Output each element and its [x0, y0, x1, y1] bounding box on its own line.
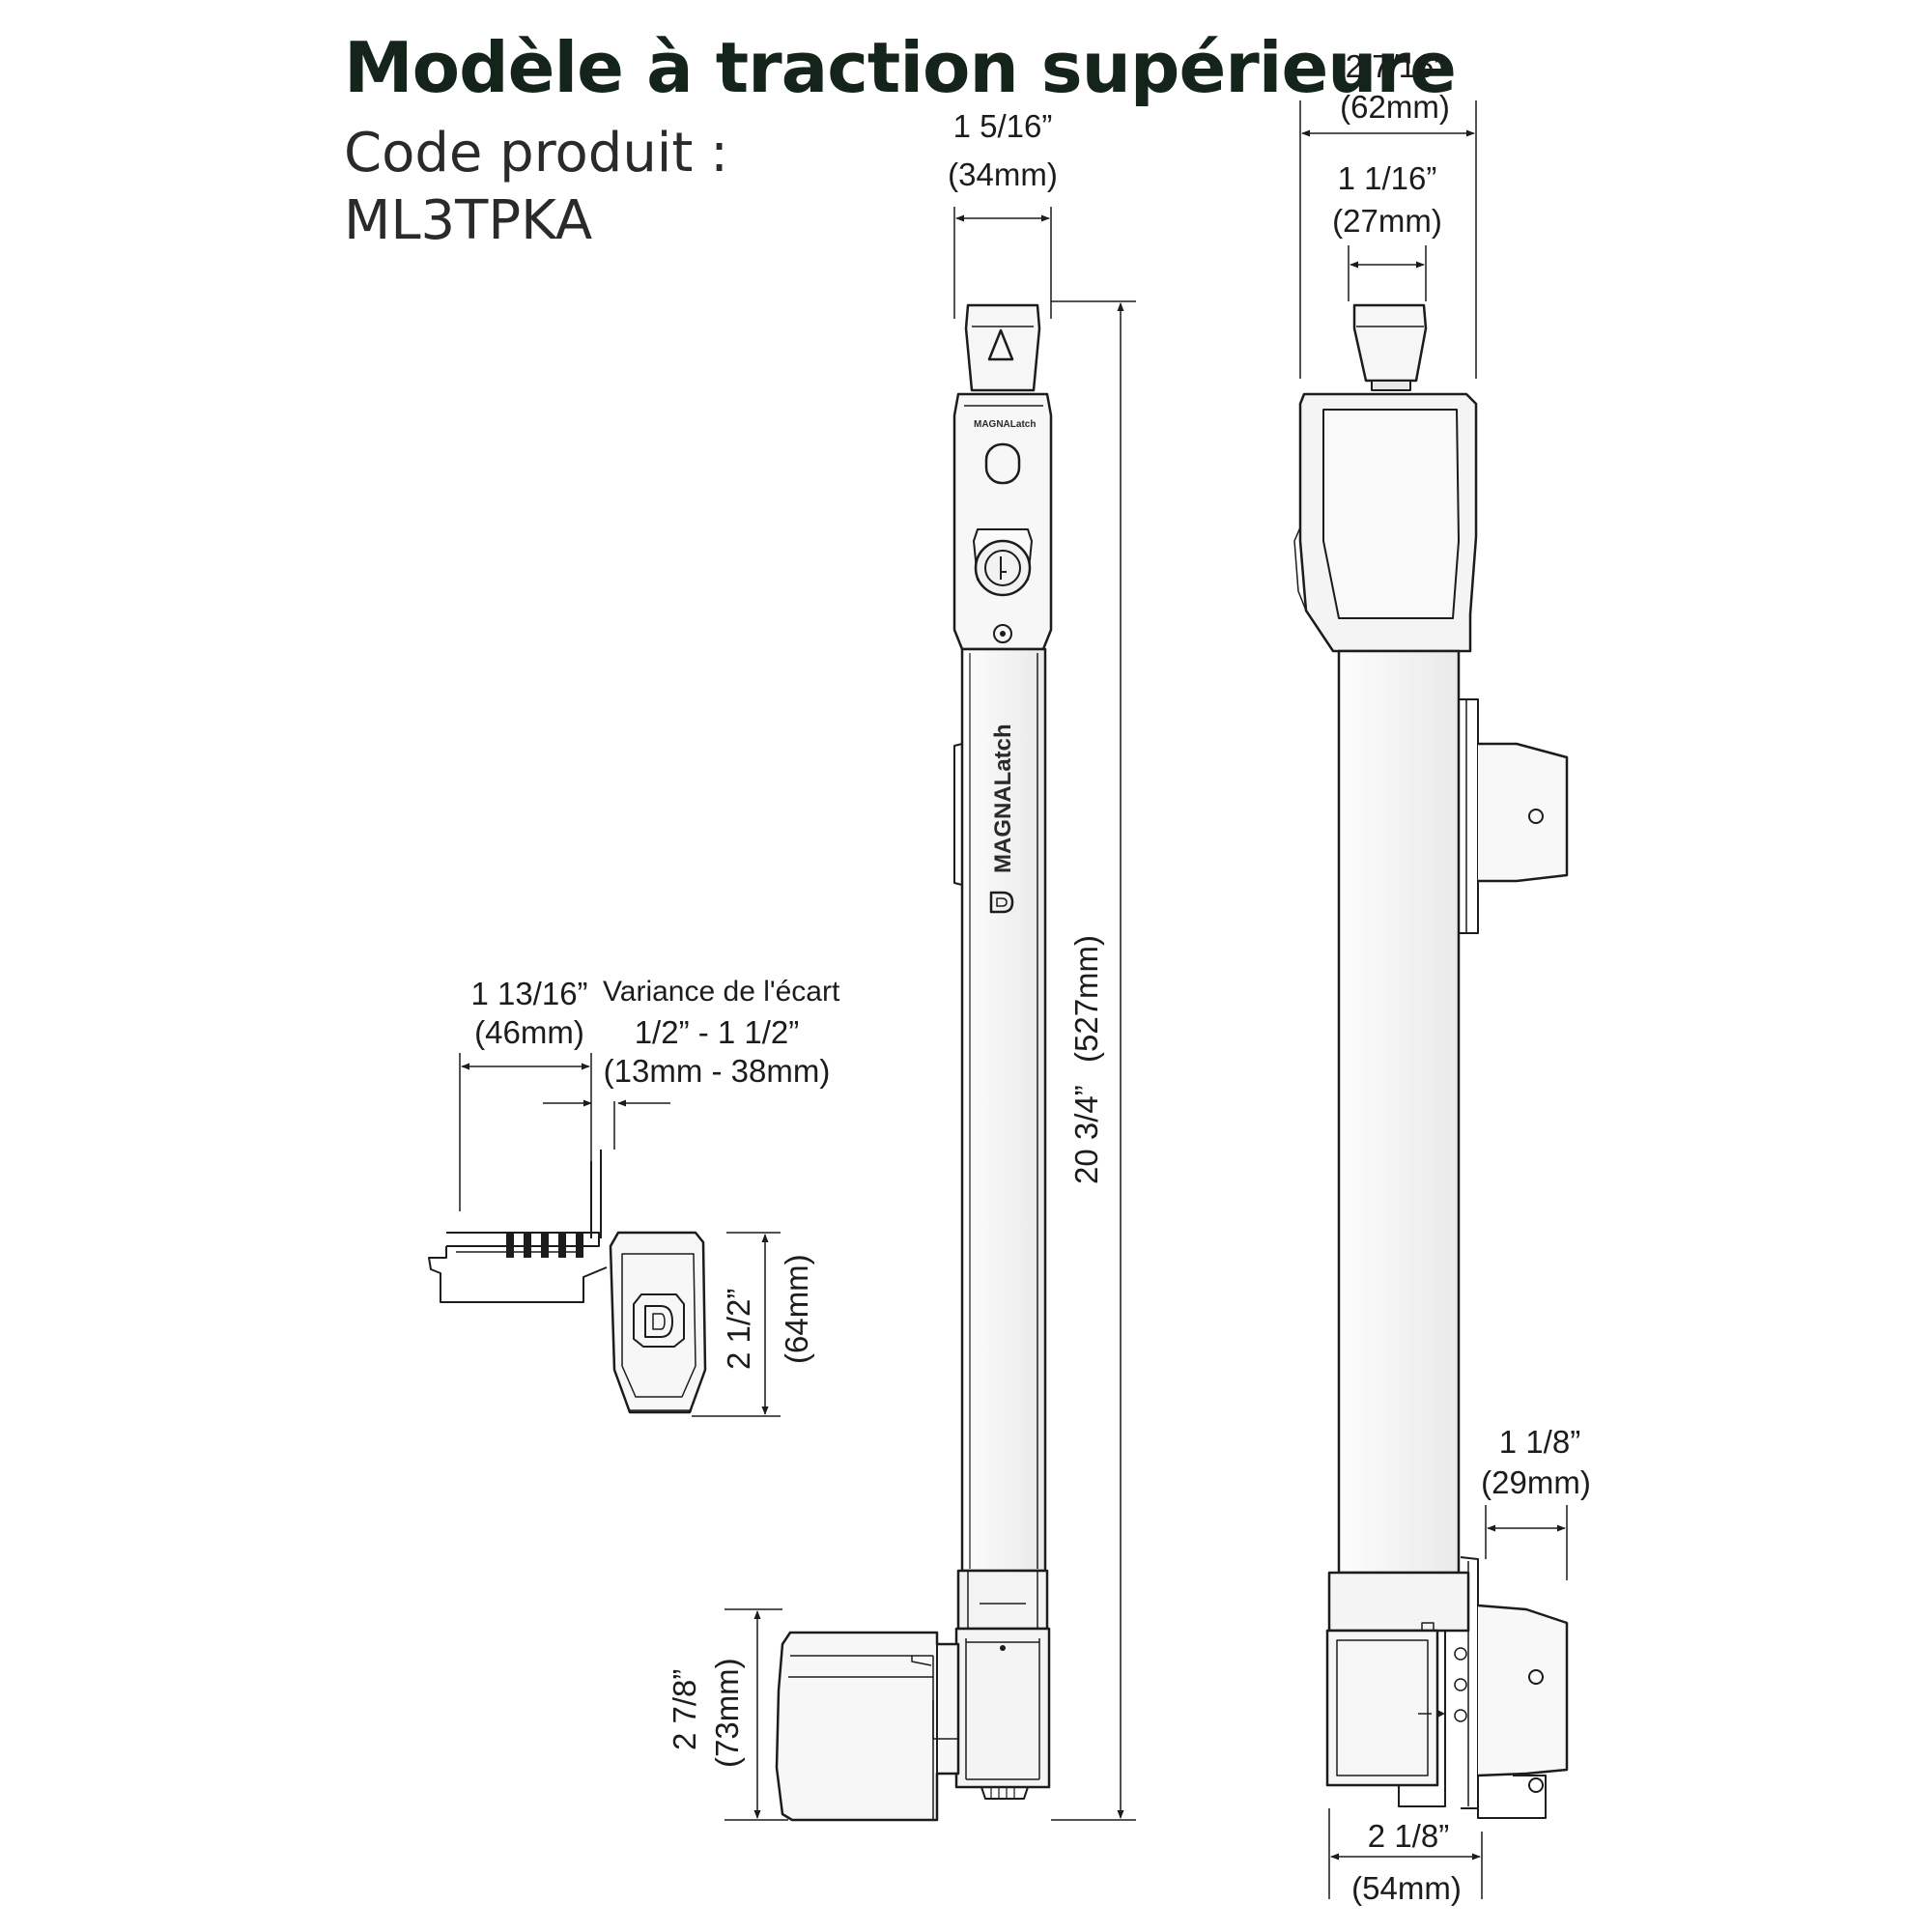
dim-striker-depth-imperial: 1 1/8”	[1499, 1424, 1580, 1460]
dim-bottom-height-metric: (73mm)	[709, 1658, 745, 1768]
dim-front-width-metric: (34mm)	[948, 156, 1058, 192]
dim-total-height-metric: (527mm)	[1068, 935, 1104, 1063]
brand-logo-head: MAGNALatch	[974, 419, 1036, 430]
top-view	[428, 1150, 707, 1414]
dim-bottom-height-imperial: 2 7/8”	[667, 1669, 702, 1750]
page-title: Modèle à traction supérieure	[344, 27, 1457, 108]
dim-side-width-metric: (62mm)	[1340, 89, 1450, 125]
window-icon	[984, 442, 1021, 485]
dim-side-width-imperial: 2 7/16”	[1346, 48, 1445, 84]
dim-knob-width-metric: (27mm)	[1332, 203, 1442, 239]
gap-variance-metric: (13mm - 38mm)	[604, 1053, 831, 1089]
dim-knob-width-imperial: 1 1/16”	[1338, 160, 1437, 196]
triangle-icon	[987, 328, 1014, 361]
dim-total-height-imperial: 20 3/4”	[1068, 1085, 1104, 1184]
gap-variance-imperial: 1/2” - 1 1/2”	[635, 1014, 800, 1050]
product-code-value: ML3TPKA	[344, 189, 593, 252]
dim-top-depth-imperial: 1 13/16”	[470, 976, 587, 1011]
dim-top-depth-metric: (46mm)	[474, 1014, 584, 1050]
rib-slots	[506, 1233, 583, 1258]
dim-base-width-metric: (54mm)	[1351, 1870, 1462, 1906]
keyhole-icon	[974, 539, 1032, 597]
screw-hole-icon	[1528, 809, 1544, 824]
d-logo-small	[989, 891, 1014, 914]
screw-icon	[993, 624, 1012, 643]
dim-base-width-imperial: 2 1/8”	[1368, 1818, 1449, 1854]
side-view	[1293, 303, 1569, 1819]
front-view	[775, 303, 1053, 1822]
d-logo-icon	[633, 1293, 685, 1348]
dim-top-height-imperial: 2 1/2”	[721, 1289, 756, 1370]
dim-front-width-imperial: 1 5/16”	[953, 108, 1053, 144]
dim-striker-depth-metric: (29mm)	[1481, 1464, 1591, 1500]
gap-variance-label: Variance de l'écart	[603, 976, 840, 1008]
dim-top-height-metric: (64mm)	[779, 1254, 814, 1364]
brand-logo: MAGNALatch	[990, 724, 1016, 873]
product-code-label: Code produit :	[344, 122, 728, 185]
